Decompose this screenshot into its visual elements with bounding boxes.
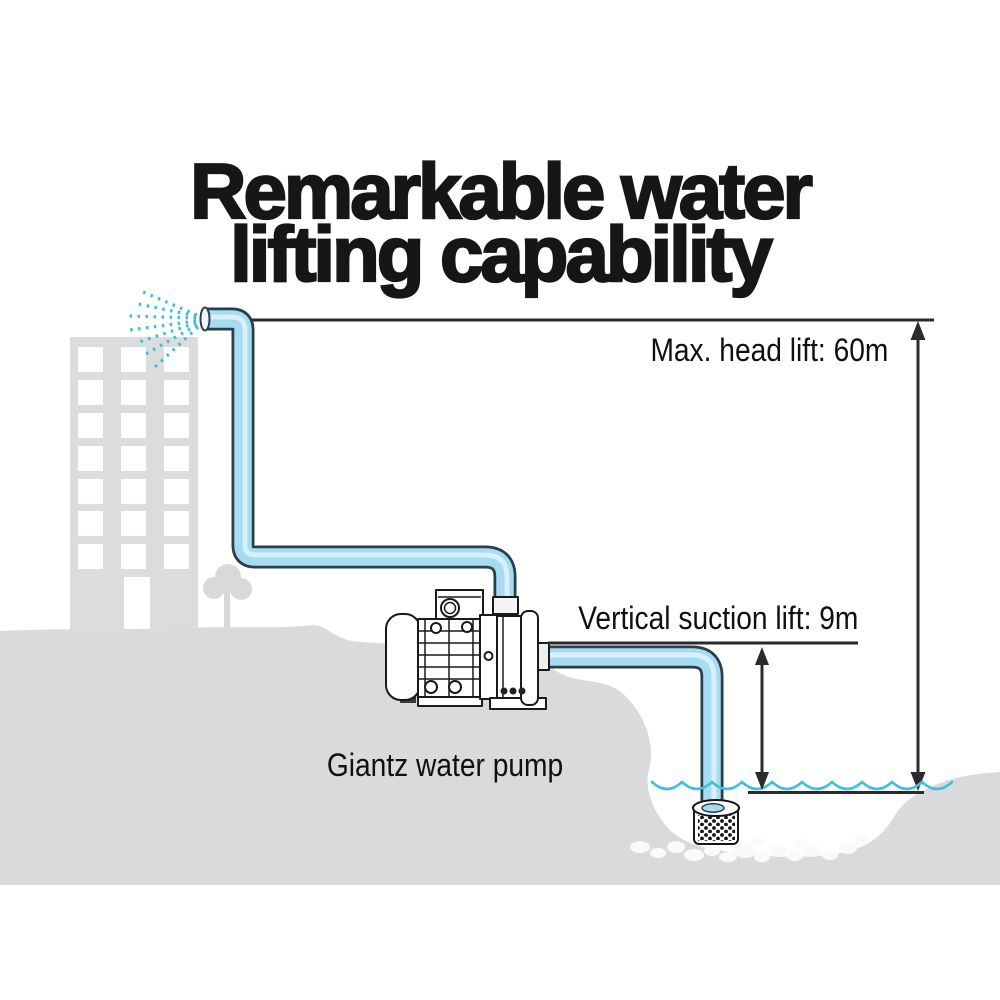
strainer-icon (692, 799, 740, 845)
page-title-line-1: Remarkable water (189, 147, 814, 235)
spray-icon (128, 290, 200, 369)
pebbles (630, 835, 870, 862)
measure-arrow-9m (755, 647, 769, 790)
building-silhouette (70, 337, 198, 637)
suction-pipe (542, 645, 724, 813)
terrain-silhouette (0, 624, 1000, 885)
measure-arrow-60m (910, 321, 926, 791)
pipe-mouth (199, 306, 211, 332)
vertical-suction-lift-label: Vertical suction lift: 9m (577, 600, 858, 636)
max-head-lift-label: Max. head lift: 60m (650, 332, 888, 368)
page-title-line-2: lifting capability (229, 210, 774, 298)
pump-caption: Giantz water pump (326, 747, 564, 783)
building-door (124, 577, 150, 635)
building-windows (78, 347, 189, 635)
discharge-pipe (202, 307, 517, 615)
water-surface-waves (650, 780, 954, 791)
tree-silhouette (203, 564, 252, 635)
water-pump-line-art (385, 589, 550, 710)
